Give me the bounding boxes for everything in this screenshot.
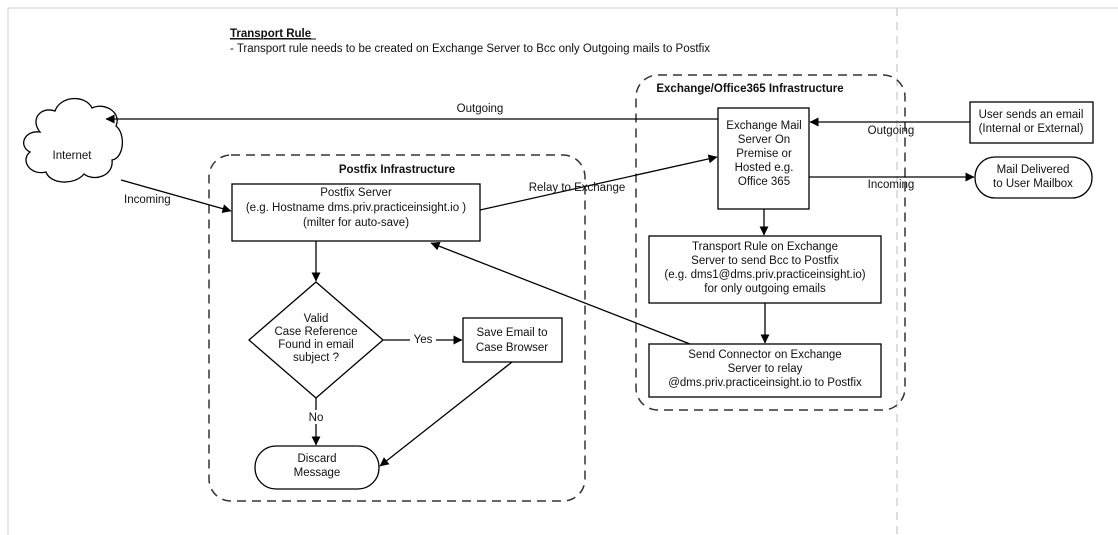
discard-label-1: Discard bbox=[298, 453, 337, 465]
internet-label: Internet bbox=[53, 150, 93, 162]
discard-label-2: Message bbox=[294, 467, 341, 479]
save-email-label-2: Case Browser bbox=[476, 342, 548, 354]
exchange-server-label-4: Hosted e.g. bbox=[735, 162, 794, 174]
yes-label-background bbox=[410, 332, 436, 346]
edge-postfix-to-exchange bbox=[479, 154, 718, 211]
decision-label-3: Found in email bbox=[278, 339, 353, 351]
postfix-server-label-3: (milter for auto-save) bbox=[303, 217, 409, 229]
postfix-group-label: Postfix Infrastructure bbox=[339, 164, 455, 176]
postfix-server-node bbox=[231, 183, 481, 242]
postfix-server-label-1: Postfix Server bbox=[320, 187, 392, 199]
edge-label-yes: Yes bbox=[414, 334, 433, 346]
send-connector-label-2: Server to relay bbox=[728, 363, 803, 375]
edge-label-incoming-left: Incoming bbox=[124, 194, 171, 206]
exchange-server-label-1: Exchange Mail bbox=[726, 120, 801, 132]
user-sends-email-node bbox=[969, 101, 1094, 144]
decision-label-1: Valid bbox=[304, 313, 329, 325]
exchange-server-label-5: Office 365 bbox=[738, 176, 790, 188]
transport-rule-node bbox=[648, 235, 882, 304]
postfix-infrastructure-group bbox=[208, 154, 586, 502]
edge-label-relay: Relay to Exchange bbox=[529, 182, 626, 194]
transport-rule-label-2: Server to send Bcc to Postfix bbox=[691, 255, 839, 267]
decision-label-4: subject ? bbox=[293, 352, 339, 364]
edge-label-outgoing-top: Outgoing bbox=[457, 103, 504, 115]
user-sends-label-2: (Internal or External) bbox=[979, 123, 1084, 135]
exchange-server-label-2: Server On bbox=[738, 134, 790, 146]
edge-label-incoming-right: Incoming bbox=[868, 179, 915, 191]
send-connector-label-3: @dms.priv.practiceinsight.io to Postfix bbox=[668, 377, 862, 389]
edge-internet-to-postfix bbox=[120, 179, 232, 214]
internet-cloud bbox=[23, 97, 123, 183]
transport-rule-label-1: Transport Rule on Exchange bbox=[692, 241, 838, 253]
decision-label-2: Case Reference bbox=[274, 326, 357, 338]
mail-delivered-node bbox=[974, 156, 1093, 199]
exchange-mail-server-node bbox=[717, 107, 810, 210]
send-connector-node bbox=[648, 343, 882, 398]
postfix-server-label-2: (e.g. Hostname dms.priv.practiceinsight.… bbox=[246, 202, 466, 214]
mail-delivered-label-1: Mail Delivered bbox=[997, 164, 1070, 176]
transport-rule-label-3: (e.g. dms1@dms.priv.practiceinsight.io) bbox=[664, 269, 865, 281]
exchange-group-label: Exchange/Office365 Infrastructure bbox=[656, 83, 843, 95]
send-connector-label-1: Send Connector on Exchange bbox=[688, 349, 841, 361]
edge-label-outgoing-right: Outgoing bbox=[868, 125, 915, 137]
transport-rule-label-4: for only outgoing emails bbox=[704, 283, 826, 295]
discard-message-node bbox=[254, 445, 380, 490]
save-email-node bbox=[462, 317, 563, 363]
diagram-subtitle: - Transport rule needs to be created on … bbox=[230, 43, 710, 55]
exchange-infrastructure-group bbox=[635, 74, 906, 411]
diagram-title: Transport Rule bbox=[230, 28, 311, 40]
no-label-background bbox=[304, 410, 328, 424]
edge-connector-to-postfix bbox=[430, 241, 691, 345]
edge-label-no: No bbox=[309, 412, 324, 424]
exchange-server-label-3: Premise or bbox=[736, 148, 792, 160]
user-sends-label-1: User sends an email bbox=[979, 109, 1084, 121]
mail-delivered-label-2: to User Mailbox bbox=[993, 178, 1073, 190]
edge-save-to-discard bbox=[379, 361, 513, 467]
save-email-label-1: Save Email to bbox=[477, 327, 548, 339]
